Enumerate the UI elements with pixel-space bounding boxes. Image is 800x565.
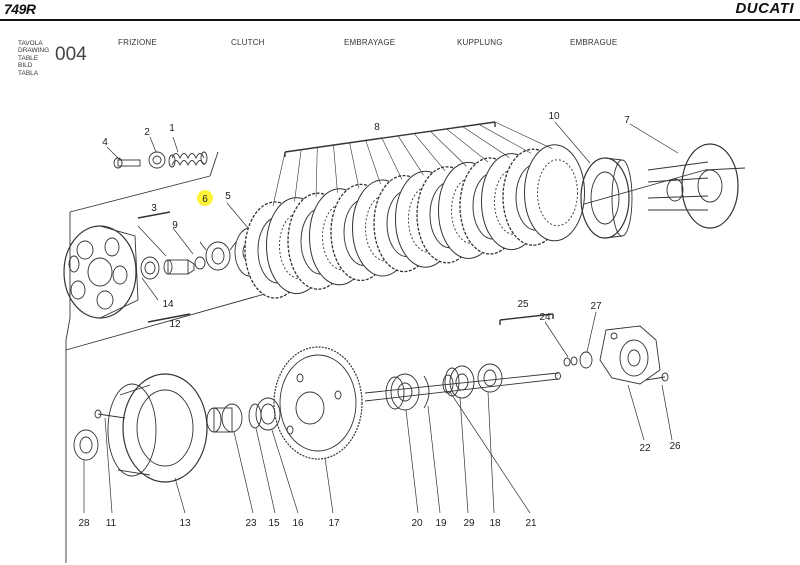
callout-20: 20 bbox=[411, 518, 423, 529]
callout-1: 1 bbox=[169, 123, 175, 134]
bolt-part-11 bbox=[94, 409, 126, 419]
callout-27: 27 bbox=[590, 301, 602, 312]
bolt-part-26 bbox=[645, 372, 669, 382]
callout-11: 11 bbox=[106, 518, 117, 529]
callout-4: 4 bbox=[102, 137, 108, 148]
callout-8: 8 bbox=[374, 122, 380, 133]
callout-14: 14 bbox=[162, 299, 174, 310]
plate-leader-line bbox=[381, 138, 403, 180]
callout-18: 18 bbox=[489, 518, 501, 529]
plate-leader-line bbox=[294, 149, 302, 202]
header-rule bbox=[0, 19, 800, 21]
model-name: 749R bbox=[4, 1, 36, 17]
plate-leader-line bbox=[446, 128, 489, 163]
callout-9: 9 bbox=[172, 220, 178, 231]
clutch-basket-part-13 bbox=[107, 373, 208, 483]
callout-2: 2 bbox=[144, 127, 150, 138]
callout-7: 7 bbox=[624, 115, 630, 126]
circlip-part-19 bbox=[423, 375, 430, 409]
pushrod-part-3 bbox=[163, 259, 195, 275]
callout-23: 23 bbox=[245, 518, 257, 529]
table-label-es: TABLA bbox=[18, 69, 39, 77]
oring-part-27 bbox=[579, 351, 593, 369]
gear-part-17 bbox=[273, 346, 363, 460]
callout-3: 3 bbox=[151, 203, 157, 214]
seal-parts-24 bbox=[563, 356, 578, 367]
bearing-part-20 bbox=[385, 373, 420, 411]
plate-leader-line bbox=[333, 145, 338, 193]
pressure-plate bbox=[63, 225, 139, 319]
plate-leader-line bbox=[397, 135, 424, 176]
callout-22: 22 bbox=[639, 443, 651, 454]
callout-29: 29 bbox=[463, 518, 475, 529]
clutch-plate-stack bbox=[244, 121, 585, 299]
highlight-marker bbox=[197, 190, 213, 206]
plate-leader-line bbox=[272, 151, 286, 207]
table-label-list: TAVOLA DRAWING TABLE BILD TABLA bbox=[18, 40, 49, 77]
leader-lines bbox=[83, 121, 679, 514]
callout-6: 6 bbox=[202, 194, 208, 205]
oring-part-9 bbox=[194, 256, 206, 270]
table-label-it: TAVOLA bbox=[18, 40, 43, 47]
brand-logo: DUCATI bbox=[735, 0, 794, 17]
plate-leader-line bbox=[315, 147, 318, 198]
hub-part-7 bbox=[647, 143, 739, 229]
title-german: KUPPLUNG bbox=[457, 38, 503, 47]
table-number: 004 bbox=[55, 44, 87, 65]
clutch-drum-part-10 bbox=[580, 157, 633, 239]
spacer-part-21 bbox=[442, 374, 454, 394]
callout-26: 26 bbox=[669, 441, 681, 452]
table-label-de: BILD bbox=[18, 62, 33, 70]
spring-part-1 bbox=[168, 151, 208, 168]
callout-12: 12 bbox=[169, 319, 181, 330]
title-english: CLUTCH bbox=[231, 38, 265, 47]
callout-5: 5 bbox=[225, 191, 231, 202]
callout-28: 28 bbox=[78, 518, 90, 529]
washer-part-2 bbox=[148, 151, 166, 169]
callout-13: 13 bbox=[179, 518, 191, 529]
plate-leader-line bbox=[365, 140, 381, 185]
callout-25: 25 bbox=[517, 299, 529, 310]
callout-19: 19 bbox=[435, 518, 447, 529]
ring-part-16 bbox=[255, 397, 281, 431]
washer-part-28 bbox=[73, 429, 99, 461]
callout-16: 16 bbox=[292, 518, 304, 529]
plate-leader-line bbox=[462, 126, 510, 158]
callout-17: 17 bbox=[328, 518, 340, 529]
bearing-part-18 bbox=[477, 363, 503, 393]
plate-leader-line bbox=[349, 142, 360, 189]
plate-leader-line bbox=[478, 124, 532, 154]
bolt-part-4 bbox=[113, 157, 141, 169]
table-label-en: DRAWING bbox=[18, 47, 50, 55]
callout-24: 24 bbox=[539, 312, 551, 323]
callout-15: 15 bbox=[268, 518, 280, 529]
callout-10: 10 bbox=[548, 111, 560, 122]
title-spanish: EMBRAGUE bbox=[570, 38, 618, 47]
table-label-fr: TABLE bbox=[18, 54, 39, 62]
title-italian: FRIZIONE bbox=[118, 38, 157, 47]
title-french: EMBRAYAGE bbox=[344, 38, 396, 47]
bearing-part-14 bbox=[140, 256, 160, 280]
callout-21: 21 bbox=[525, 518, 537, 529]
callout-labels: 1 2 3 4 5 6 7 8 9 10 11 12 13 14 15 16 1… bbox=[78, 111, 681, 529]
plate-leader-line bbox=[413, 133, 446, 171]
plate-leader-line bbox=[494, 121, 553, 150]
clutch-plate bbox=[524, 144, 585, 242]
bearing-part-29 bbox=[444, 365, 475, 399]
plate-leader-line bbox=[430, 131, 467, 167]
hub-part-6 bbox=[199, 241, 237, 271]
cover-part-22 bbox=[599, 325, 661, 385]
bushing-part-23 bbox=[206, 403, 243, 433]
